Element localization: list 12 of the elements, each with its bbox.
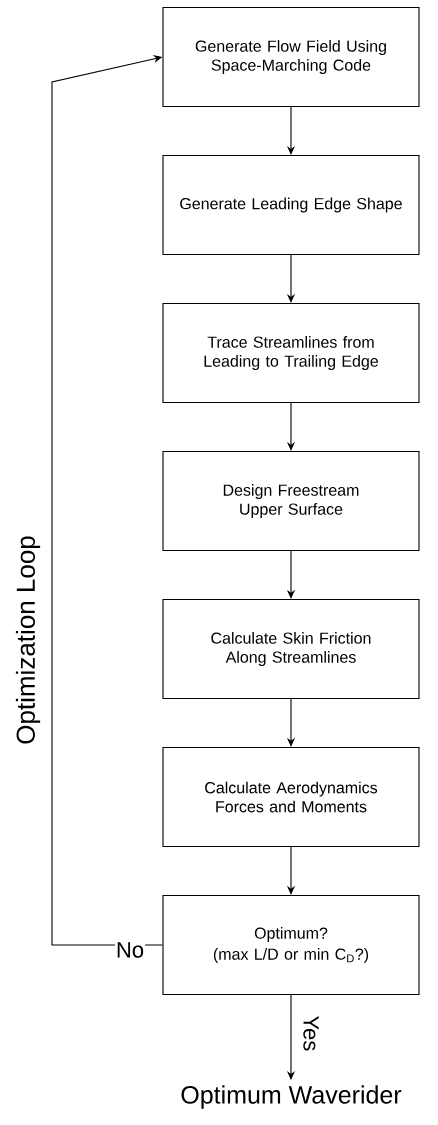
process-box: Design Freestream Upper Surface: [162, 450, 420, 552]
process-box: Optimum? (max L/D or min C$_{D}$?): [162, 894, 420, 996]
loop-label: Optimization Loop: [15, 536, 41, 744]
arrow: [51, 55, 163, 946]
process-box: Calculate Skin Friction Along Streamlines: [162, 598, 420, 700]
process-box: Generate Leading Edge Shape: [162, 154, 420, 256]
process-box: Generate Flow Field Using Space-Marching Code: [162, 6, 420, 108]
edge-label: No: [117, 942, 144, 958]
process-box: Calculate Aerodynamics Forces and Moments: [162, 746, 420, 848]
edge-label: Yes: [303, 1015, 319, 1051]
process-box: Trace Streamlines from Leading to Trailing Edge: [162, 302, 420, 404]
result-text: Optimum Waverider: [181, 1085, 402, 1109]
